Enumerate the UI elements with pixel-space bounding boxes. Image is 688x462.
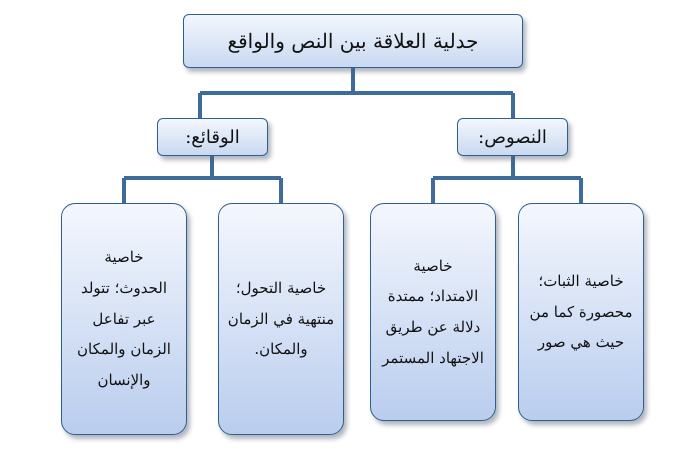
leaf-line: الحدوث؛ تتولد xyxy=(80,278,168,297)
connector-root xyxy=(198,68,515,118)
leaf-line: والإنسان xyxy=(97,371,151,390)
branch-node-texts: النصوص: xyxy=(457,118,568,156)
leaf-node-occurrence: خاصية الحدوث؛ تتولد عبر تفاعل الزمان وال… xyxy=(61,203,187,435)
root-node: جدلية العلاقة بين النص والواقع xyxy=(183,14,523,68)
leaf-line: حيث هي صور xyxy=(537,333,625,352)
leaf-line: الزمان والمكان xyxy=(77,340,171,359)
connector-texts xyxy=(431,156,583,203)
branch-label-texts: النصوص: xyxy=(478,126,547,148)
root-label: جدلية العلاقة بين النص والواقع xyxy=(227,29,479,53)
leaf-line: الامتداد؛ ممتدة xyxy=(387,287,479,306)
branch-node-reality: الوقائع: xyxy=(157,118,268,156)
leaf-line: منتهية في الزمان xyxy=(227,309,335,328)
leaf-line: دلالة عن طريق xyxy=(385,318,481,336)
leaf-line: خاصية التحول؛ xyxy=(235,278,327,297)
leaf-line: محصورة كما من xyxy=(529,302,633,321)
leaf-node-transformation: خاصية التحول؛ منتهية في الزمان والمكان. xyxy=(218,203,344,435)
leaf-line: خاصية xyxy=(413,256,453,275)
branch-label-reality: الوقائع: xyxy=(185,126,240,148)
leaf-line: الاجتهاد المستمر xyxy=(382,348,484,367)
leaf-node-stability: خاصية الثبات؛ محصورة كما من حيث هي صور xyxy=(518,203,644,421)
connector-reality xyxy=(122,156,283,203)
leaf-line: والمكان. xyxy=(254,340,308,359)
leaf-line: خاصية الثبات؛ xyxy=(538,271,624,290)
leaf-node-extension: خاصية الامتداد؛ ممتدة دلالة عن طريق الاج… xyxy=(370,203,496,421)
leaf-line: عبر تفاعل xyxy=(92,309,156,328)
leaf-line: خاصية xyxy=(104,248,144,267)
